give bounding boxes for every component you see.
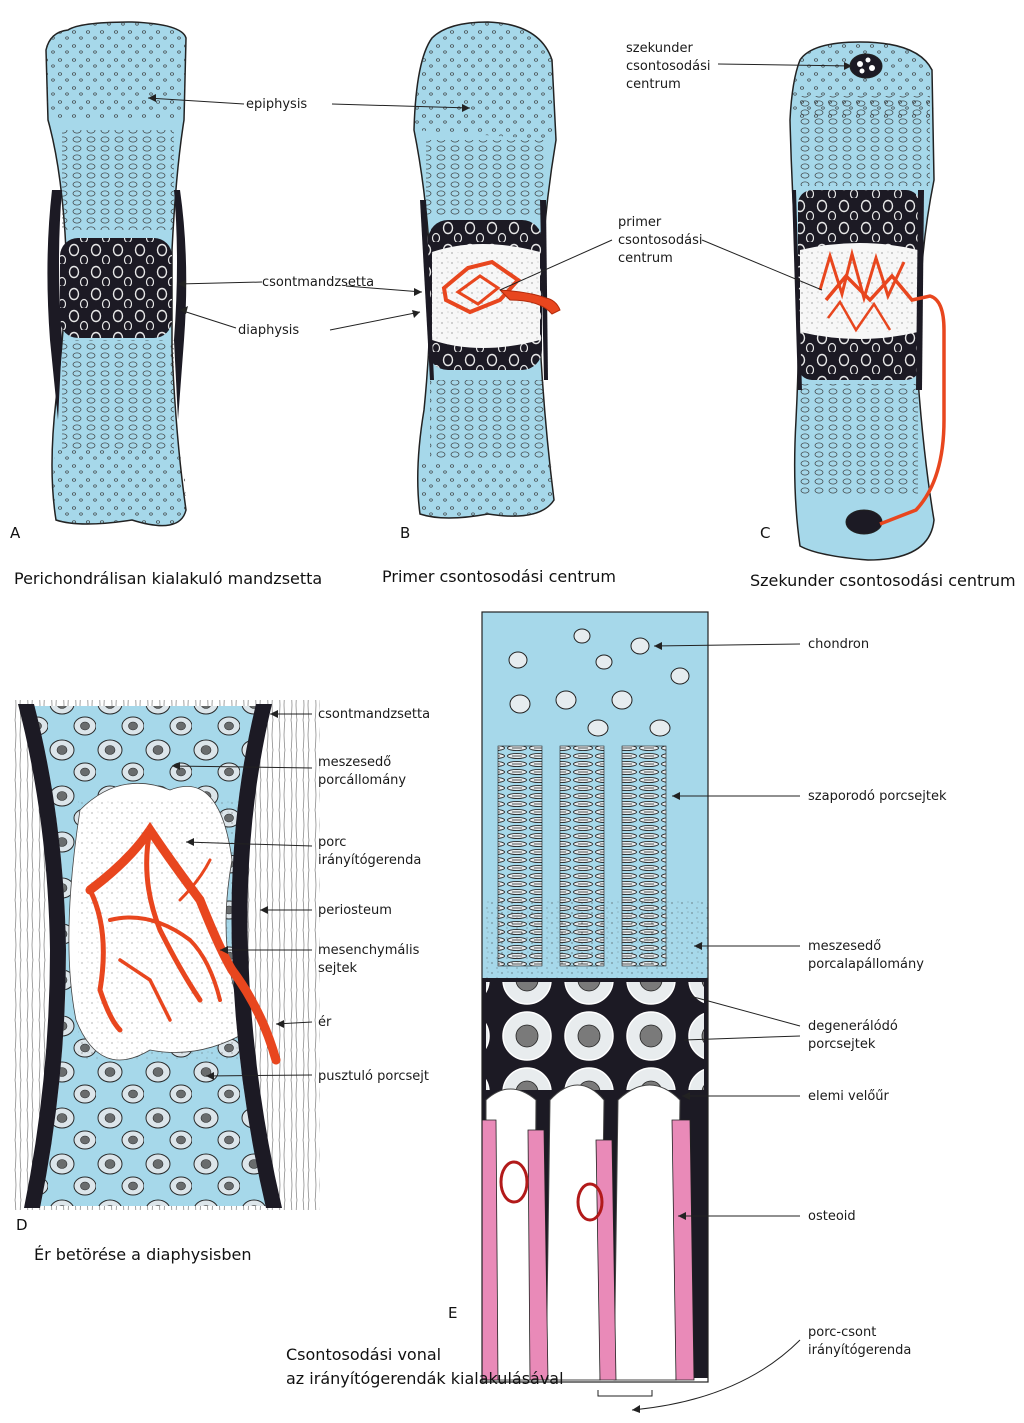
- label-csontmandzsetta: csontmandzsetta: [262, 275, 374, 290]
- label-e-szaporodo: szaporodó porcsejtek: [808, 789, 947, 804]
- label-e-porccsont-line2: irányítógerenda: [808, 1343, 911, 1358]
- panel-a-bone-collar: [60, 238, 172, 338]
- label-d-periosteum: periosteum: [318, 903, 392, 918]
- panel-c-blood-vessel: [818, 248, 946, 526]
- label-szekunder-line3: centrum: [626, 77, 681, 92]
- panel-e-vessel-sections: [499, 1160, 604, 1222]
- label-d-mesench-line1: mesenchymális: [318, 943, 420, 958]
- panel-e-caption-line1: Csontosodási vonal: [286, 1345, 441, 1364]
- label-d-er: ér: [318, 1015, 332, 1030]
- panel-e-degenerating-cells: [486, 982, 704, 1090]
- panel-d-caption: Ér betörése a diaphysisben: [34, 1245, 252, 1264]
- label-d-meszesedo-line1: meszesedő: [318, 755, 391, 770]
- label-d-meszesedo-line2: porcállomány: [318, 773, 406, 788]
- panel-d-bone-collar-right: [231, 704, 282, 1208]
- label-e-meszesedo-line1: meszesedő: [808, 939, 881, 954]
- panel-e-marrow-spaces: [485, 1084, 681, 1381]
- label-e-degeneralodo-line2: porcsejtek: [808, 1037, 876, 1052]
- panel-a-caption: Perichondrálisan kialakuló mandzsetta: [14, 569, 322, 588]
- label-primer-line2: csontosodási: [618, 233, 703, 248]
- panel-a-letter: A: [10, 524, 21, 542]
- label-primer-line3: centrum: [618, 251, 673, 266]
- label-e-osteoid: osteoid: [808, 1209, 856, 1224]
- panel-e-osteoid: [481, 1119, 695, 1381]
- panel-b-letter: B: [400, 524, 410, 542]
- label-e-meszesedo-line2: porcalapállomány: [808, 957, 924, 972]
- labels: epiphysis csontmandzsetta diaphysis prim…: [10, 41, 1016, 1388]
- panel-e-section: [481, 611, 709, 1397]
- label-d-porc-line1: porc: [318, 835, 346, 850]
- panel-b-bone: [413, 21, 561, 519]
- panel-d-section: [14, 700, 320, 1210]
- label-e-chondron: chondron: [808, 637, 869, 652]
- label-e-degeneralodo-line1: degenerálódó: [808, 1019, 898, 1034]
- panel-e-caption-line2: az irányítógerendák kialakulásával: [286, 1369, 564, 1388]
- leader-lines: [147, 62, 853, 1413]
- label-d-csontmandzsetta: csontmandzsetta: [318, 707, 430, 722]
- panel-c-secondary-center-bottom: [845, 509, 883, 535]
- panel-c-letter: C: [760, 524, 770, 542]
- label-diaphysis: diaphysis: [238, 323, 299, 338]
- panel-b-blood-vessel: [441, 259, 561, 315]
- panel-c-secondary-center-top: [849, 53, 883, 79]
- label-szekunder-line2: csontosodási: [626, 59, 711, 74]
- panel-d-blood-vessel: [85, 821, 281, 1065]
- panel-c-bone: [789, 41, 946, 561]
- label-e-porccsont-line1: porc-csont: [808, 1325, 876, 1340]
- panel-b-caption: Primer csontosodási centrum: [382, 567, 616, 586]
- panel-e-chondrons: [508, 628, 690, 737]
- label-e-elemi: elemi velőűr: [808, 1089, 890, 1104]
- label-primer-line1: primer: [618, 215, 662, 230]
- label-d-pusztulo: pusztuló porcsejt: [318, 1069, 429, 1084]
- label-szekunder-line1: szekunder: [626, 41, 693, 56]
- label-d-mesench-line2: sejtek: [318, 961, 357, 976]
- panel-e-letter: E: [448, 1304, 457, 1322]
- panel-d-letter: D: [16, 1216, 28, 1234]
- label-d-porc-line2: irányítógerenda: [318, 853, 421, 868]
- panel-d-bone-collar-left: [18, 704, 66, 1208]
- panel-c-caption: Szekunder csontosodási centrum: [750, 571, 1016, 590]
- label-epiphysis: epiphysis: [246, 97, 307, 112]
- panel-a-bone: [45, 21, 187, 527]
